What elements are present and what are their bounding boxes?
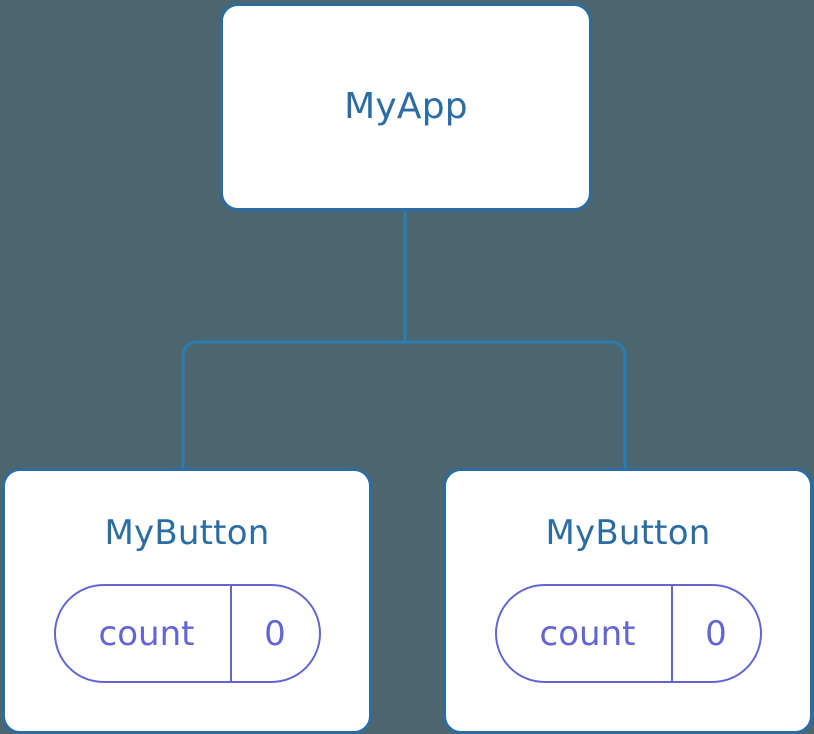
state-value-left: 0	[264, 613, 286, 654]
state-pill-left[interactable]: count 0	[53, 584, 321, 683]
node-mybutton-left[interactable]: MyButton count 0	[2, 468, 372, 734]
node-mybutton-right[interactable]: MyButton count 0	[443, 468, 813, 734]
state-divider-right	[670, 586, 673, 681]
state-divider-left	[229, 586, 232, 681]
edge-root-to-child-left	[181, 340, 405, 468]
node-myapp[interactable]: MyApp	[220, 3, 592, 211]
state-key-right: count	[539, 613, 636, 654]
state-value-right: 0	[705, 613, 727, 654]
edge-root-to-child-right	[405, 340, 627, 468]
node-myapp-title: MyApp	[344, 86, 468, 127]
node-mybutton-left-title: MyButton	[104, 513, 270, 553]
state-key-left: count	[98, 613, 195, 654]
node-mybutton-right-title: MyButton	[545, 513, 711, 553]
state-pill-right[interactable]: count 0	[494, 584, 762, 683]
